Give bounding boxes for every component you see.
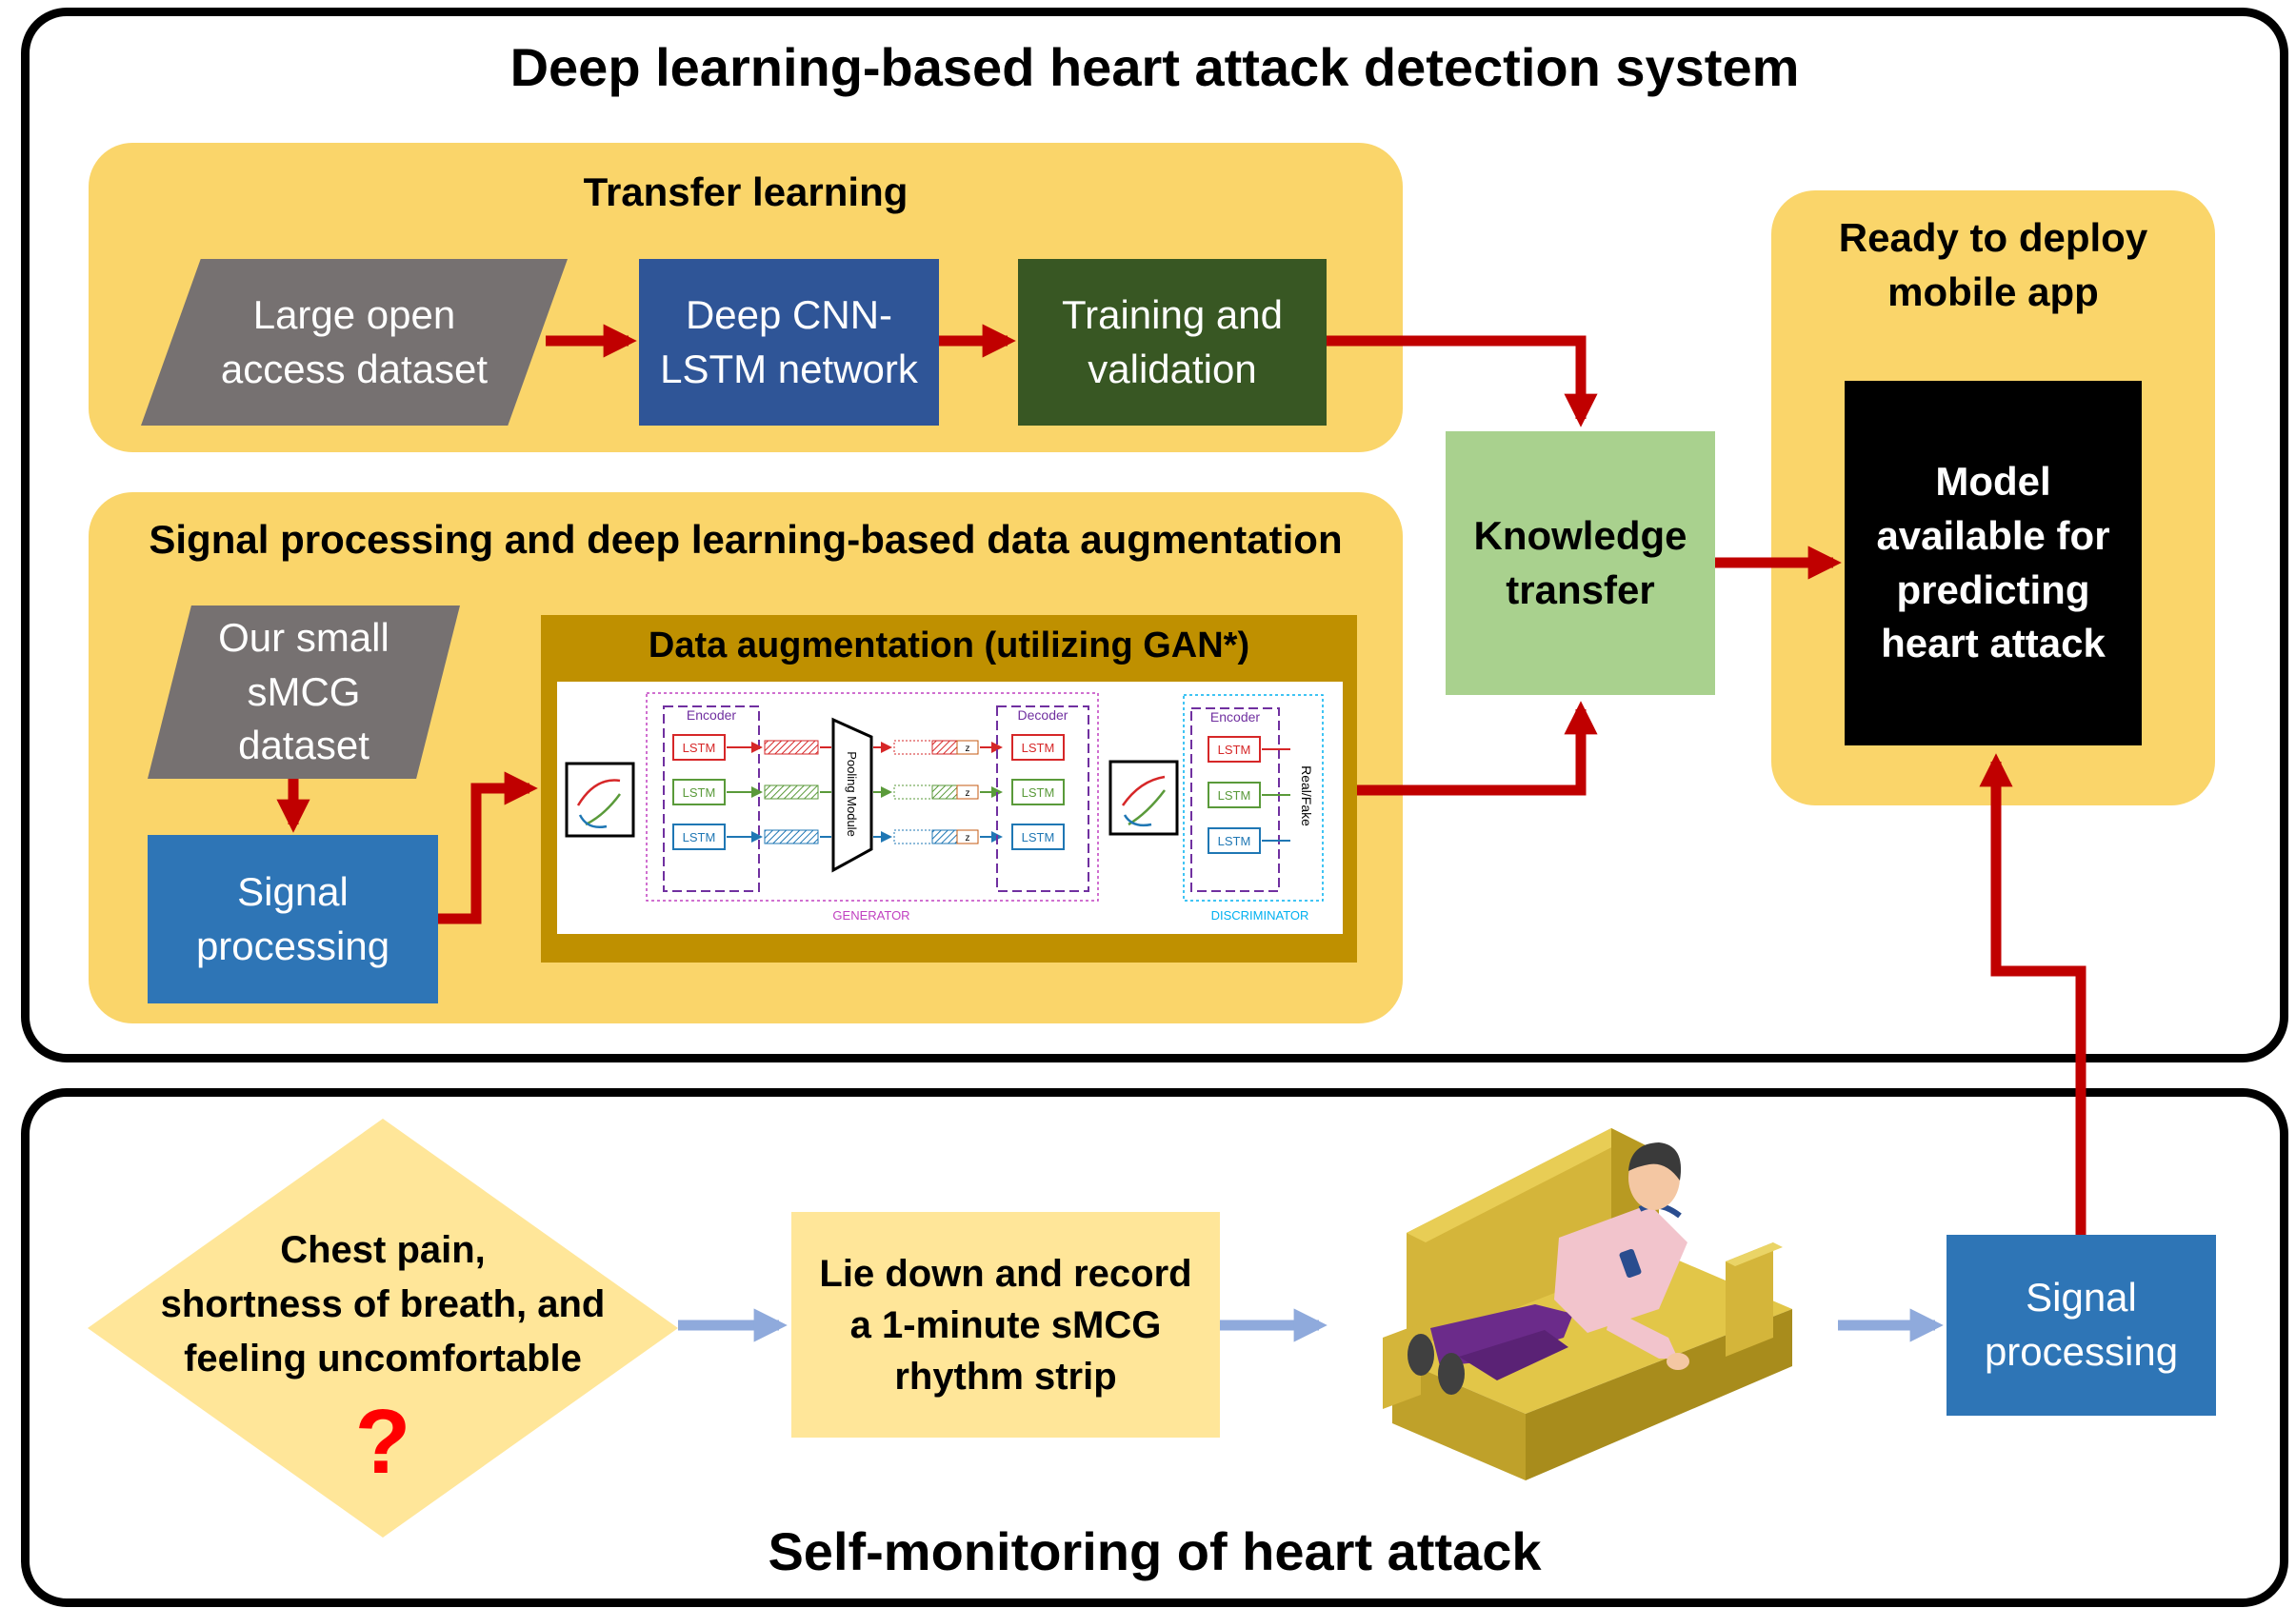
decoder-lstm-2: LSTM — [1022, 785, 1055, 800]
gan-architecture-diagram: GENERATOR Encoder LSTM LSTM LSTM Pooling… — [565, 692, 1324, 923]
disc-encoder-label: Encoder — [1210, 709, 1260, 725]
generator-label: GENERATOR — [832, 908, 909, 923]
training-and-validation: Training and validation — [1018, 259, 1327, 426]
arrow-signal-to-model — [1979, 753, 2086, 1235]
real-fake-label: Real/Fake — [1299, 765, 1314, 826]
z-label-2: z — [966, 788, 970, 799]
augmentation-title: Signal processing and deep learning-base… — [149, 517, 1343, 562]
trajectory-output-icon — [1108, 760, 1179, 836]
z-label-3: z — [966, 833, 970, 844]
person-on-couch-illustration — [1383, 1128, 1792, 1480]
discriminator-label: DISCRIMINATOR — [1211, 908, 1309, 923]
gan-augmentation-title: Data augmentation (utilizing GAN*) — [648, 625, 1250, 665]
transfer-learning-title: Transfer learning — [583, 169, 908, 214]
disc-lstm-2: LSTM — [1218, 788, 1251, 803]
encoder-lstm-2: LSTM — [683, 785, 716, 800]
trajectory-input-icon — [565, 762, 635, 838]
decoder-label: Decoder — [1018, 707, 1068, 723]
arrow-training-to-knowledge — [1327, 335, 1598, 427]
self-monitoring-title: Self-monitoring of heart attack — [768, 1521, 1542, 1581]
arrow-signal-to-gan — [438, 771, 538, 924]
decoder-lstm-3: LSTM — [1022, 830, 1055, 844]
z-label-1: z — [966, 744, 970, 754]
model-available-box: Model available for predicting heart att… — [1845, 381, 2142, 745]
decoder-lstm-1: LSTM — [1022, 741, 1055, 755]
symptoms-diamond — [88, 1119, 678, 1538]
record-strip-box: Lie down and record a 1-minute sMCG rhyt… — [791, 1212, 1220, 1438]
encoder-label: Encoder — [687, 707, 736, 723]
disc-lstm-3: LSTM — [1218, 834, 1251, 848]
deep-cnn-lstm-network: Deep CNN- LSTM network — [639, 259, 939, 426]
signal-processing-box: Signal processing — [148, 835, 438, 1003]
gan-architecture-figure: GENERATOR Encoder LSTM LSTM LSTM Pooling… — [557, 682, 1343, 934]
arrow-gan-to-knowledge — [1357, 701, 1598, 796]
small-smcg-dataset: Our small sMCG dataset — [148, 605, 460, 779]
pooling-module-label: Pooling Module — [845, 751, 859, 837]
encoder-lstm-3: LSTM — [683, 830, 716, 844]
encoder-lstm-1: LSTM — [683, 741, 716, 755]
question-mark-icon: ? — [354, 1391, 411, 1493]
knowledge-transfer-box: Knowledge transfer — [1446, 431, 1715, 695]
detection-system-title: Deep learning-based heart attack detecti… — [509, 37, 1800, 97]
disc-lstm-1: LSTM — [1218, 743, 1251, 757]
large-open-dataset: Large open access dataset — [141, 259, 568, 426]
symptoms-text: Chest pain, shortness of breath, and fee… — [160, 1229, 606, 1380]
bottom-signal-processing-box: Signal processing — [1947, 1235, 2216, 1416]
deploy-title: Ready to deploy mobile app — [1838, 215, 2148, 314]
